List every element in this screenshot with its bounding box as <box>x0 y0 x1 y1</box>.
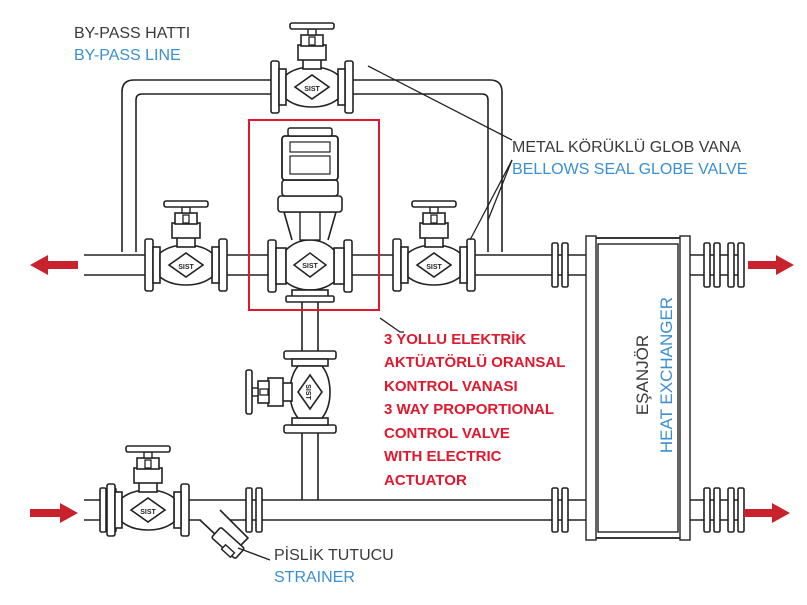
valve-badge: SIST <box>426 264 442 271</box>
bypass-label-tr: BY-PASS HATTI <box>74 25 191 42</box>
bypass-label-en: BY-PASS LINE <box>74 47 181 64</box>
arrow-left-icon <box>748 255 794 275</box>
branch-globe-valve: SIST <box>245 350 337 434</box>
leader-lines <box>237 65 513 561</box>
control-valve-label-4: 3 WAY PROPORTIONAL <box>384 401 555 418</box>
heat-exchanger-label-tr: EŞANJÖR <box>633 334 652 416</box>
control-valve-label-3: KONTROL VANASI <box>384 378 518 395</box>
strainer-label-en: STRAINER <box>274 569 355 586</box>
flow-arrows <box>30 255 794 523</box>
strainer <box>199 509 250 559</box>
valve-badge: SIST <box>178 264 194 271</box>
globe-valve-label-en: BELLOWS SEAL GLOBE VALVE <box>512 161 748 178</box>
heat-exchanger-label: EŞANJÖR HEAT EXCHANGER <box>631 275 701 475</box>
control-valve-label-1: 3 YOLLU ELEKTRİK <box>384 331 527 348</box>
bypass-globe-valve: SIST <box>270 22 354 114</box>
highlight-box <box>248 119 380 311</box>
heat-exchanger <box>585 235 691 541</box>
valve-badge: SIST <box>302 263 318 270</box>
control-valve-label-6: WITH ELECTRIC <box>384 448 502 465</box>
lower-globe-valve: SIST <box>106 445 190 537</box>
valve-badge: SIST <box>304 384 311 400</box>
heat-exchanger-label-en: HEAT EXCHANGER <box>657 296 676 454</box>
three-way-control-valve: SIST <box>267 127 353 303</box>
right-globe-valve: SIST <box>392 200 476 292</box>
control-valve-label-7: ACTUATOR <box>384 472 467 489</box>
valve-badge: SIST <box>304 86 320 93</box>
arrow-right-icon <box>30 503 78 523</box>
arrow-right-icon <box>744 503 790 523</box>
arrow-left-icon <box>30 255 78 275</box>
strainer-label-tr: PİSLİK TUTUCU <box>274 547 394 564</box>
globe-valve-label-tr: METAL KÖRÜKLÜ GLOB VANA <box>512 139 742 156</box>
left-globe-valve: SIST <box>144 200 228 292</box>
control-valve-label-2: AKTÜATÖRLÜ ORANSAL <box>384 354 566 371</box>
valve-badge: SIST <box>140 509 156 516</box>
control-valve-label-5: CONTROL VALVE <box>384 425 510 442</box>
